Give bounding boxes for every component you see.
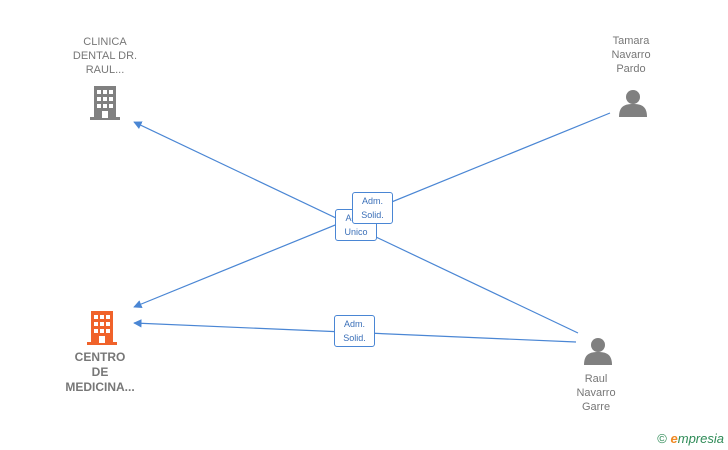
label-line: CLINICA xyxy=(83,36,127,48)
label-line: Pardo xyxy=(616,63,646,75)
label-line: Unico xyxy=(344,227,368,237)
copyright-symbol: © xyxy=(657,431,667,446)
person-icon[interactable] xyxy=(584,338,612,365)
building-icon[interactable] xyxy=(90,86,120,120)
label-line: Navarro xyxy=(611,49,651,61)
label-line: Solid. xyxy=(361,210,384,220)
brand-name: mpresia xyxy=(677,431,724,446)
label-line: DE xyxy=(91,365,109,379)
label-line: Tamara xyxy=(612,35,650,47)
empresia-logo: © empresia xyxy=(657,431,724,446)
brand-e: e xyxy=(670,431,678,446)
building-icon[interactable] xyxy=(87,311,117,345)
node-label-clinica[interactable]: CLINICA DENTAL DR. RAUL... xyxy=(55,35,155,77)
label-line: Garre xyxy=(581,401,611,413)
node-label-raul[interactable]: Raul Navarro Garre xyxy=(556,372,636,414)
label-line: CENTRO xyxy=(74,350,126,364)
label-line: Adm. xyxy=(361,196,383,206)
label-line: Raul xyxy=(584,373,608,385)
label-line: Adm. xyxy=(343,319,365,329)
edge-label-adm-solid-tamara[interactable]: Adm. Solid. xyxy=(352,192,393,224)
person-icon[interactable] xyxy=(619,90,647,117)
label-line: RAUL... xyxy=(85,64,125,76)
label-line: Navarro xyxy=(576,387,616,399)
node-label-tamara[interactable]: Tamara Navarro Pardo xyxy=(591,34,671,76)
label-line: MEDICINA... xyxy=(65,380,135,394)
edge-label-adm-solid-raul[interactable]: Adm. Solid. xyxy=(334,315,375,347)
label-line: DENTAL DR. xyxy=(72,50,138,62)
node-label-centro[interactable]: CENTRO DE MEDICINA... xyxy=(50,350,150,395)
label-line: Solid. xyxy=(343,333,366,343)
